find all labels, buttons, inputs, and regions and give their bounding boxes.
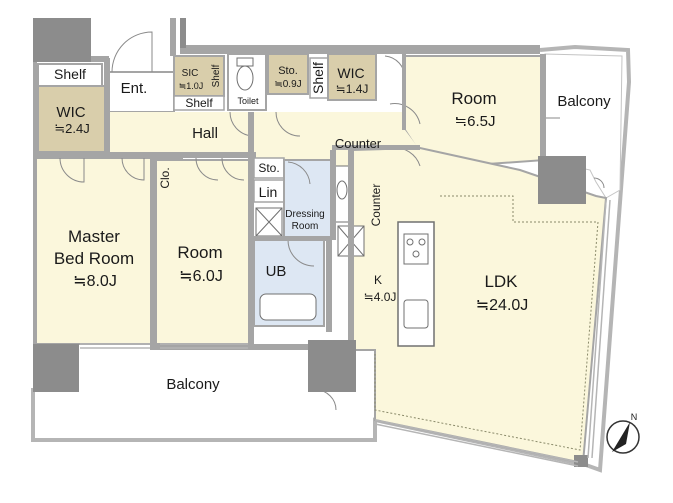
sto-top-floor <box>267 53 309 95</box>
label-wic-right: WIC <box>337 65 364 81</box>
burner <box>412 250 420 258</box>
north-arrow: N <box>606 412 640 454</box>
toilet-bowl <box>236 65 254 91</box>
bathtub <box>259 293 317 321</box>
sink <box>403 299 429 329</box>
label-room-mid: Room <box>177 243 222 262</box>
burner <box>418 238 426 246</box>
kitchen-counter <box>397 221 435 347</box>
toilet-tank <box>236 57 254 67</box>
label-shelf-below-sic: Shelf <box>185 96 213 110</box>
label-dressing-2: Room <box>292 221 319 232</box>
north-label: N <box>631 412 638 422</box>
label-ldk: LDK <box>484 272 518 291</box>
label-sto-top-size: ≒0.9J <box>274 79 301 90</box>
washer-cross <box>255 207 283 237</box>
label-k-size: ≒4.0J <box>364 290 397 304</box>
label-room-mid-size: ≒6.0J <box>179 268 223 285</box>
label-sto-top: Sto. <box>278 65 298 77</box>
label-counter-top: Counter <box>335 136 382 151</box>
walls <box>33 18 546 390</box>
entrance-floor <box>105 71 175 113</box>
label-lin: Lin <box>259 184 278 200</box>
label-hall: Hall <box>192 125 218 142</box>
room-mid-floor <box>155 159 251 345</box>
label-master-2: Bed Room <box>54 249 134 268</box>
label-counter-vertical: Counter <box>369 184 383 227</box>
burner <box>406 238 414 246</box>
label-balcony-bottom: Balcony <box>166 376 220 393</box>
label-sic-size: ≒1.0J <box>179 81 204 91</box>
label-shelf-sic: Shelf <box>211 64 222 87</box>
label-room-right-size: ≒6.5J <box>455 113 496 130</box>
label-dressing-1: Dressing <box>285 209 324 220</box>
label-ub: UB <box>266 263 287 280</box>
label-sto-mid: Sto. <box>258 161 279 175</box>
label-toilet: Toilet <box>237 96 259 106</box>
label-ent: Ent. <box>121 80 148 97</box>
label-shelf-wic: Shelf <box>310 62 326 94</box>
pillars <box>33 18 588 467</box>
label-ldk-size: ≒24.0J <box>476 297 529 314</box>
label-k: K <box>374 273 382 287</box>
label-room-right: Room <box>451 89 496 108</box>
label-balcony-right: Balcony <box>557 93 611 110</box>
label-wic-left-size: ≒2.4J <box>54 121 89 136</box>
label-sic: SIC <box>182 68 199 79</box>
vanity-basin <box>336 180 348 200</box>
label-shelf-top: Shelf <box>54 66 86 82</box>
ldk-ceiling-outline <box>374 195 599 451</box>
sic-floor <box>173 55 225 97</box>
window-lines <box>80 199 611 467</box>
label-clo: Clo. <box>158 167 172 188</box>
label-wic-right-size: ≒1.4J <box>336 82 369 96</box>
label-master-1: Master <box>68 227 120 246</box>
label-master-size: ≒8.0J <box>73 273 117 290</box>
shelf-below-sic-floor <box>173 95 225 111</box>
wic-right-floor <box>327 53 377 101</box>
vanity <box>333 165 351 223</box>
label-wic-left: WIC <box>56 104 85 121</box>
balcony-outline <box>31 44 632 473</box>
cooktop <box>403 233 429 265</box>
